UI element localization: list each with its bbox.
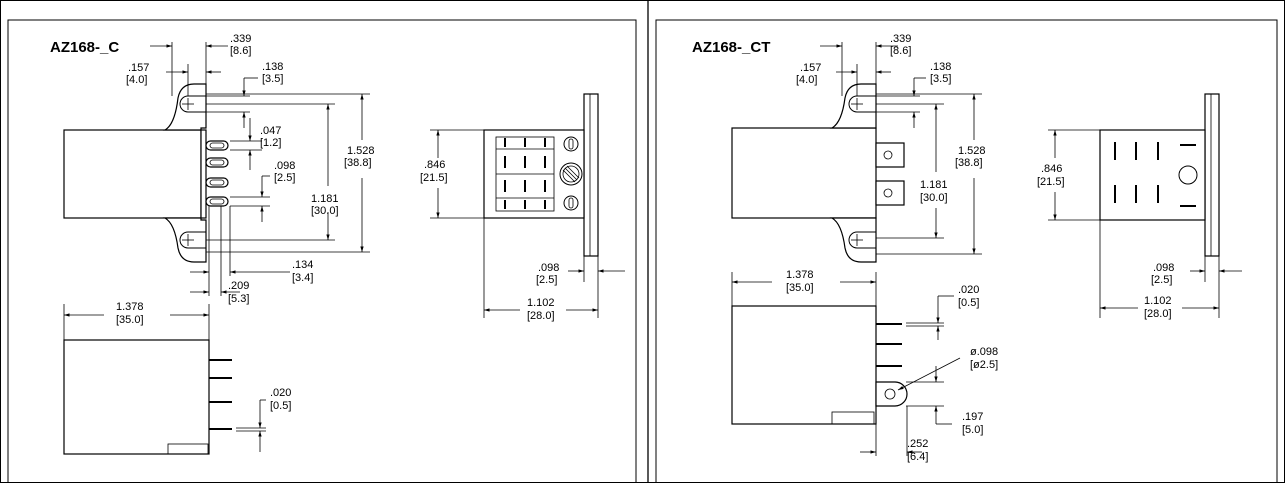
- dim-top-width-in: .339: [890, 33, 911, 45]
- end-view-dimensions: .846 [21.5] .098 [2.5] 1.102 [28.0]: [1037, 129, 1242, 320]
- dim-pin-off-in: .134: [292, 259, 313, 271]
- qc-tab: [875, 381, 908, 407]
- relay-body: [63, 129, 202, 219]
- dim-flange-in: .098: [1153, 262, 1174, 274]
- top-view-dimensions: .339 [8.6] .157 [4.0] .138 [3.5] 1.528 […: [796, 33, 986, 255]
- contact-slots: [495, 136, 555, 212]
- panel-frame-right: [655, 19, 1278, 483]
- indicator-circle-icon: [1178, 165, 1198, 185]
- dim-slot-mm: [3.5]: [930, 73, 951, 85]
- panel-c: AZ168-_C: [50, 33, 625, 455]
- dim-tab-mm: [4.0]: [796, 74, 817, 86]
- end-view: [1099, 93, 1220, 257]
- top-view: [63, 83, 229, 263]
- dim-height-mm: [38.8]: [955, 157, 983, 169]
- dim-pin-off-mm: [3.4]: [292, 272, 313, 284]
- dim-flange-in: .098: [538, 262, 559, 274]
- dim-tab-mm: [4.0]: [126, 74, 147, 86]
- dim-top-width-in: .339: [230, 33, 251, 45]
- qc-hole-icon: [884, 388, 896, 400]
- terminal-circle-icon: [563, 195, 579, 211]
- dim-side-h-in: .846: [424, 159, 445, 171]
- top-view-dimensions: .339 [8.6] .157 [4.0] .138 [3.5] 1.528 […: [126, 33, 375, 305]
- dim-qc-l-in: .252: [907, 438, 928, 450]
- dim-side-h-mm: [21.5]: [1037, 176, 1065, 188]
- terminal-circle-icon: [563, 136, 579, 152]
- dim-term-w-in: .098: [274, 160, 295, 172]
- dim-length-in: 1.378: [116, 301, 144, 313]
- dim-tab-in: .157: [800, 62, 821, 74]
- dim-height-in: 1.528: [347, 145, 375, 157]
- dim-top-width-mm: [8.6]: [230, 45, 251, 57]
- contact-slots: [1114, 142, 1196, 207]
- dim-hole-d-mm: [ø2.5]: [970, 359, 998, 371]
- dim-length-in: 1.378: [786, 269, 814, 281]
- dim-pin-sp-mm: [5.3]: [228, 293, 249, 305]
- dim-length-mm: [35.0]: [116, 314, 144, 326]
- dim-height-in: 1.528: [958, 145, 986, 157]
- dim-qc-l-mm: [6.4]: [907, 451, 928, 463]
- end-view-dimensions: .846 [21.5] .098 [2.5] 1.102 [28.0]: [420, 129, 625, 322]
- quick-connect-tabs: [875, 142, 905, 206]
- dim-depth-mm: [28.0]: [1144, 308, 1172, 320]
- side-view: [63, 339, 232, 455]
- mount-flange: [583, 93, 599, 257]
- panel-frame-left: [7, 19, 637, 483]
- dim-pin-sp-in: .209: [228, 280, 249, 292]
- side-view-dimensions: 1.378 [35.0] .020 [0.5] ø.098 [ø2.5] .19…: [731, 269, 998, 463]
- top-view: [731, 83, 905, 263]
- dim-slot-in: .138: [930, 61, 951, 73]
- dim-pin-t-in: .020: [270, 387, 291, 399]
- dim-hole-span-in: 1.181: [311, 193, 339, 205]
- dim-side-h-mm: [21.5]: [420, 172, 448, 184]
- panel-ct: AZ168-_CT .339 [8.6]: [692, 33, 1242, 463]
- dim-pin-t-mm: [0.5]: [958, 297, 979, 309]
- dim-flange-mm: [2.5]: [1151, 274, 1172, 286]
- relay-body: [731, 127, 877, 219]
- dim-flange-mm: [2.5]: [536, 274, 557, 286]
- dim-hole-span-in: 1.181: [920, 179, 948, 191]
- dim-hole-span-mm: [30.0]: [311, 205, 339, 217]
- dim-height-mm: [38.8]: [344, 157, 372, 169]
- dim-top-width-mm: [8.6]: [890, 45, 911, 57]
- mount-tab-top: [829, 83, 877, 129]
- mount-tab-top: [162, 83, 207, 131]
- dim-qc-h-mm: [5.0]: [962, 424, 983, 436]
- dim-length-mm: [35.0]: [786, 282, 814, 294]
- dim-qc-h-in: .197: [962, 411, 983, 423]
- dim-slot-mm: [3.5]: [262, 73, 283, 85]
- dim-depth-in: 1.102: [527, 297, 555, 309]
- side-view-dimensions: 1.378 [35.0] .020 [0.5]: [63, 301, 291, 452]
- dim-hole-span-mm: [30.0]: [920, 192, 948, 204]
- dim-side-h-in: .846: [1041, 163, 1062, 175]
- dim-slot-in: .138: [262, 61, 283, 73]
- relay-side-body: [63, 339, 210, 455]
- mount-flange: [1204, 93, 1220, 257]
- panel-title: AZ168-_CT: [692, 39, 770, 56]
- panel-title: AZ168-_C: [50, 39, 119, 56]
- side-view: [731, 305, 908, 425]
- end-view: [483, 93, 599, 257]
- dim-term-pitch-mm: [1.2]: [260, 137, 281, 149]
- dim-term-pitch-in: .047: [260, 125, 281, 137]
- dim-depth-in: 1.102: [1144, 295, 1172, 307]
- terminals: [205, 140, 229, 207]
- dim-pin-t-mm: [0.5]: [270, 400, 291, 412]
- dim-pin-t-in: .020: [958, 284, 979, 296]
- indicator-dial-icon: [559, 162, 583, 186]
- dim-term-w-mm: [2.5]: [274, 172, 295, 184]
- dim-hole-d-in: ø.098: [970, 346, 998, 358]
- dim-depth-mm: [28.0]: [527, 310, 555, 322]
- relay-side-body: [731, 305, 877, 425]
- dim-tab-in: .157: [128, 62, 149, 74]
